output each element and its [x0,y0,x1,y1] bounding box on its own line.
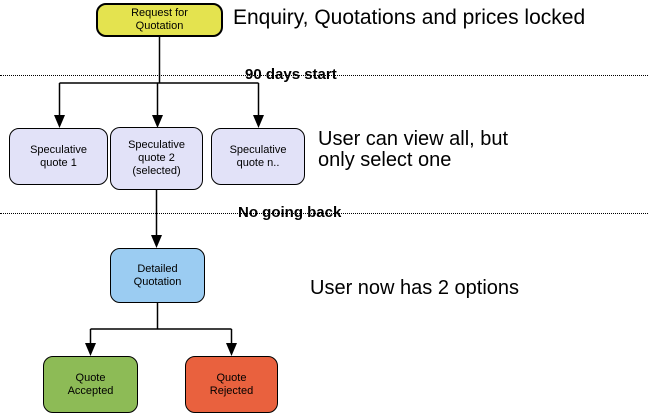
milestone-label-no-going-back: No going back [238,204,342,221]
arrowhead-icon [152,115,163,128]
milestone-line-no-going-back [0,213,648,214]
annotation-enquiry-quotations-locked: Enquiry, Quotations and prices locked [233,6,586,29]
annotation-user-two-options: User now has 2 options [310,277,520,299]
flow-node-quote-rejected: Quote Rejected [185,356,278,413]
arrowhead-icon [253,115,264,128]
milestone-label-90-days-start: 90 days start [245,66,337,83]
flow-node-speculative-quote-2-selected: Speculative quote 2 (selected) [110,127,203,190]
flow-node-speculative-quote-1: Speculative quote 1 [9,128,108,185]
connector-lines [58,37,260,344]
arrowhead-icon [85,343,96,356]
arrowhead-icon [54,115,65,128]
arrowhead-icon [226,343,237,356]
flow-node-speculative-quote-n: Speculative quote n.. [211,128,305,185]
annotation-user-can-view-all: User can view all, but only select one [318,128,509,171]
flow-node-request-for-quotation: Request for Quotation [96,3,223,37]
arrowhead-icon [151,235,162,248]
flow-node-quote-accepted: Quote Accepted [43,356,138,413]
milestone-line-90-days [0,75,648,76]
flow-node-detailed-quotation: Detailed Quotation [110,248,205,303]
